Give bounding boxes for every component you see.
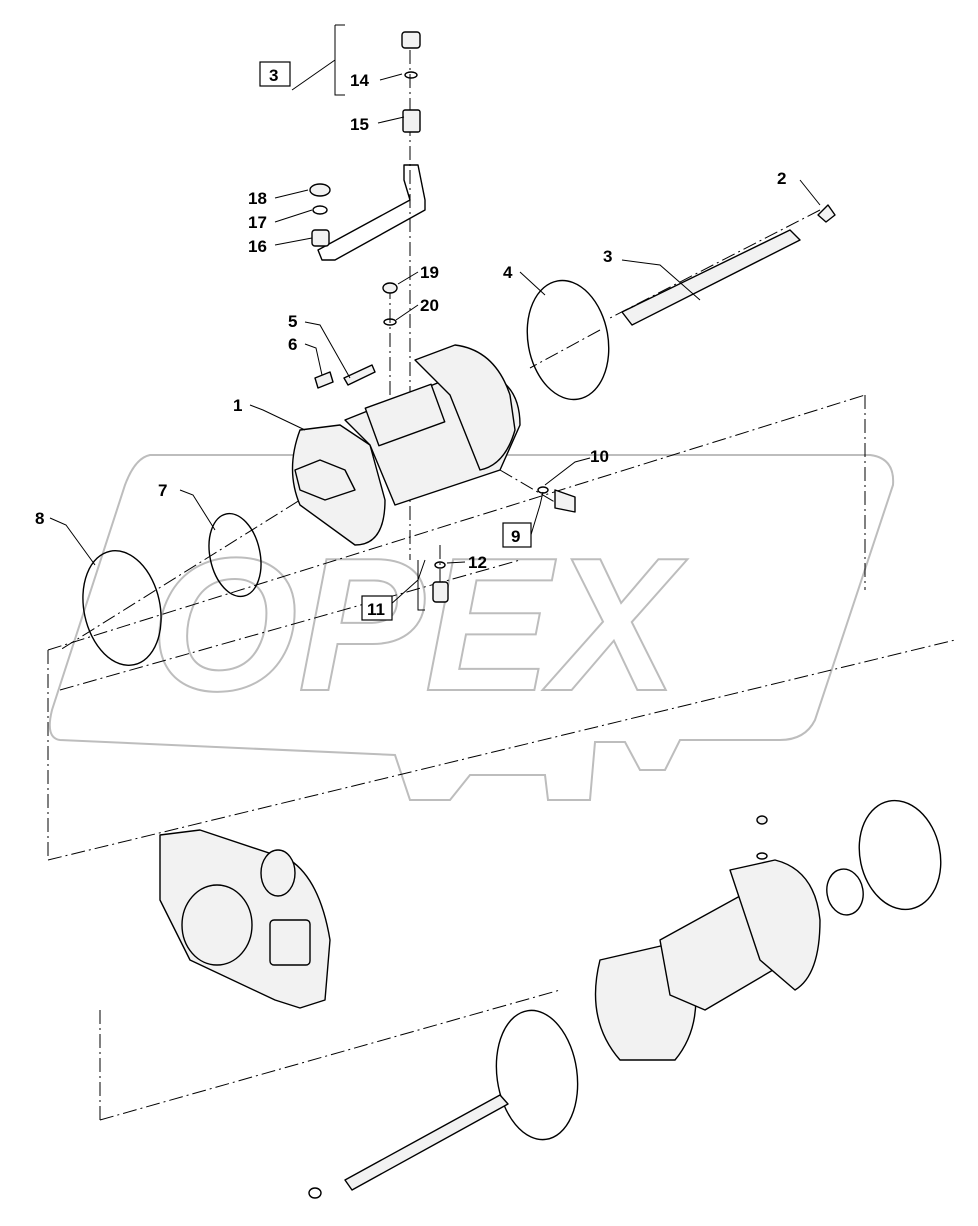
- callout-7: 7: [158, 481, 167, 500]
- callout-3: 3: [603, 247, 612, 266]
- callout-14: 14: [350, 71, 369, 90]
- callout-20: 20: [420, 296, 439, 315]
- washer-20: [383, 318, 397, 326]
- small-fasteners: [314, 282, 398, 389]
- o-ring-4: [526, 279, 610, 401]
- o-ring-bottom-mid: [495, 1009, 579, 1141]
- watermark-text: OPEX: [150, 519, 688, 731]
- kit-box-9-label: 9: [511, 527, 520, 546]
- axle-shaft-bottom: [308, 1094, 509, 1199]
- callout-19: 19: [420, 263, 439, 282]
- axle-housing-1: [291, 344, 521, 546]
- fitting-16: [311, 229, 330, 247]
- breather-pipe: [317, 164, 426, 261]
- callout-2: 2: [777, 169, 786, 188]
- housing-view: [594, 815, 821, 1061]
- callout-10: 10: [590, 447, 609, 466]
- nut-18: [309, 183, 331, 197]
- washer-14: [404, 71, 418, 79]
- axle-shaft-top: [621, 204, 836, 326]
- o-ring-7: [208, 512, 262, 598]
- o-ring-8: [82, 550, 162, 666]
- breather-cap: [401, 31, 421, 49]
- kit-box-9: 9: [502, 522, 532, 548]
- callout-16: 16: [248, 237, 267, 256]
- plug-12: [432, 581, 449, 603]
- bolt-5: [343, 364, 376, 386]
- plug-kit-9: [537, 486, 576, 513]
- callout-8: 8: [35, 509, 44, 528]
- plug-19: [382, 282, 398, 294]
- callout-17: 17: [248, 213, 267, 232]
- callout-labels: 14 15 18 17 16 2 3 4 19 20 5 6 1 10 7 8 …: [35, 71, 786, 572]
- o-ring-bottom-small: [826, 868, 864, 916]
- o-ring-bottom-large: [858, 799, 942, 911]
- kit-box-11: 11: [361, 595, 393, 621]
- callout-5: 5: [288, 312, 297, 331]
- leader-lines: [49, 24, 821, 611]
- callout-12: 12: [468, 553, 487, 572]
- callout-6: 6: [288, 335, 297, 354]
- plug-10: [554, 489, 576, 513]
- plug-kit-11: [432, 561, 449, 603]
- washer-12: [434, 561, 446, 569]
- kit-box-3: 3: [259, 61, 291, 87]
- axle-shaft-3: [621, 229, 801, 326]
- kit-box-3-label: 3: [269, 66, 278, 85]
- opex-watermark: OPEX: [48, 454, 895, 801]
- callout-4: 4: [503, 263, 513, 282]
- breather-pipe-assembly: [309, 31, 426, 261]
- callout-1: 1: [233, 396, 242, 415]
- snap-ring-2: [817, 204, 836, 223]
- top-frame-dashed: [47, 394, 956, 861]
- adapter-15: [402, 109, 421, 133]
- callout-15: 15: [350, 115, 369, 134]
- bottom-frame-dashed: [59, 559, 561, 1121]
- callout-18: 18: [248, 189, 267, 208]
- dowel-6: [314, 371, 334, 389]
- washer-17: [312, 205, 328, 215]
- kit-box-11-label: 11: [367, 600, 385, 619]
- hub-housing-view: [159, 829, 331, 1009]
